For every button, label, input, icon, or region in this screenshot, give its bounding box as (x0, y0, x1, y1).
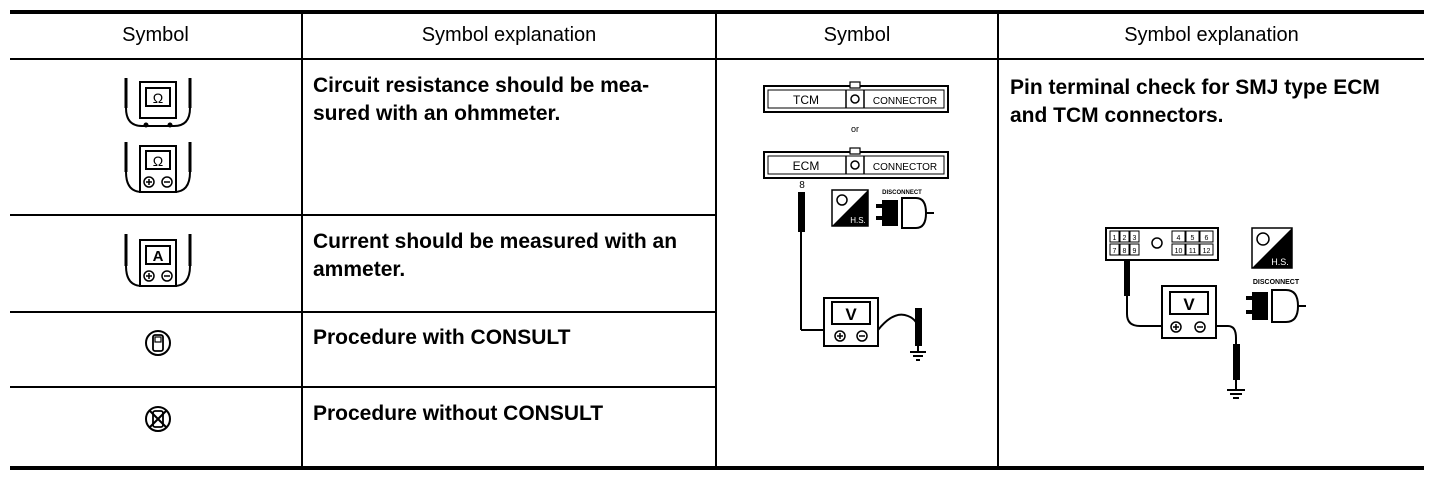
row2-line2: ammeter. (313, 258, 406, 281)
svg-text:4: 4 (1177, 235, 1181, 242)
disconnect-label-2: DISCONNECT (1253, 279, 1300, 286)
right-line2: and TCM connectors. (1010, 104, 1224, 127)
right-explanation: Pin terminal check for SMJ type ECM and … (1010, 74, 1380, 130)
tcm-label: TCM (793, 93, 819, 107)
right-line1: Pin terminal check for SMJ type ECM (1010, 76, 1380, 99)
table-top-border (10, 10, 1424, 14)
ecm-label: ECM (793, 159, 820, 173)
svg-text:2: 2 (1123, 235, 1127, 242)
ohm-glyph-2: Ω (153, 153, 163, 169)
row1-explanation: Circuit resistance should be mea- sured … (313, 72, 649, 128)
amp-glyph: A (153, 248, 164, 265)
header-symbol-2: Symbol (823, 24, 891, 46)
header-explanation-1: Symbol explanation (421, 24, 597, 46)
row-divider-1 (10, 214, 716, 216)
ohm-glyph: Ω (153, 90, 163, 106)
consult-icon (145, 330, 171, 356)
row3-explanation: Procedure with CONSULT (313, 326, 571, 349)
svg-text:7: 7 (1113, 248, 1117, 255)
hs-label-2: H.S. (1271, 257, 1289, 267)
svg-text:5: 5 (1191, 235, 1195, 242)
svg-text:1: 1 (1113, 235, 1117, 242)
col-divider-2 (715, 12, 717, 468)
hs-label-1: H.S. (850, 216, 866, 225)
or-label: or (851, 124, 859, 134)
row-divider-2 (10, 311, 716, 313)
row2-explanation: Current should be measured with an ammet… (313, 228, 677, 284)
ohmmeter-icon-terminals: Ω (124, 142, 192, 193)
col-divider-1 (301, 12, 303, 468)
row1-line2: sured with an ohmmeter. (313, 102, 561, 125)
volt-label-1: V (845, 305, 857, 324)
pin-grid: 1 2 3 4 5 6 7 8 9 10 11 12 (1109, 230, 1214, 256)
header-symbol-1: Symbol (122, 24, 189, 46)
svg-text:8: 8 (1123, 248, 1127, 255)
svg-text:11: 11 (1189, 248, 1196, 255)
row4-explanation: Procedure without CONSULT (313, 402, 604, 425)
row-divider-3 (10, 386, 716, 388)
svg-text:3: 3 (1133, 235, 1137, 242)
connector-label-1: CONNECTOR (873, 96, 937, 107)
ammeter-icon: A (124, 234, 192, 287)
svg-text:10: 10 (1175, 248, 1183, 255)
header-explanation-2: Symbol explanation (1124, 24, 1299, 46)
table-bottom-border (10, 466, 1424, 470)
pin-label: 8 (799, 180, 805, 191)
header-divider (10, 58, 1424, 60)
svg-text:6: 6 (1205, 235, 1209, 242)
ecm-tcm-connector-diagram: TCM CONNECTOR or ECM CONNECTOR 8 H.S. DI… (763, 81, 949, 361)
row2-line1: Current should be measured with an (313, 230, 678, 253)
svg-text:12: 12 (1203, 248, 1211, 255)
volt-label-2: V (1183, 295, 1195, 314)
row1-line1: Circuit resistance should be mea- (313, 74, 650, 97)
connector-label-2: CONNECTOR (873, 162, 937, 173)
svg-text:9: 9 (1133, 248, 1137, 255)
disconnect-label-1: DISCONNECT (882, 190, 922, 196)
ohmmeter-icon: Ω (124, 78, 192, 128)
pin-terminal-check-diagram: 1 2 3 4 5 6 7 8 9 10 11 12 V (1105, 227, 1306, 399)
col-divider-3 (997, 12, 999, 468)
no-consult-icon (145, 406, 171, 432)
